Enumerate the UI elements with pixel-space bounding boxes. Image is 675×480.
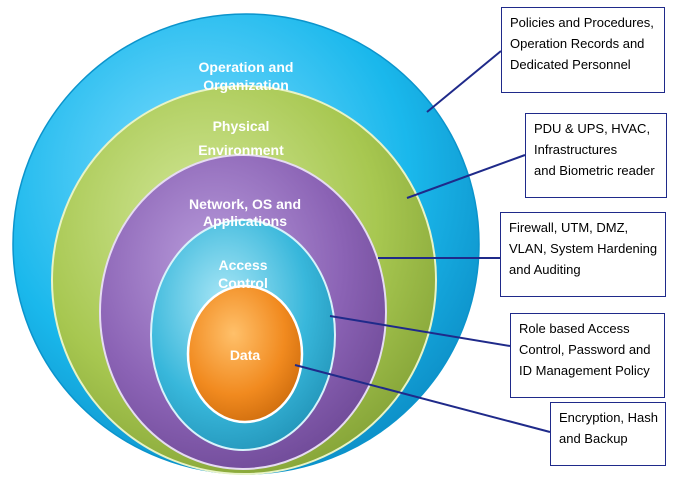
connector-physical: [406, 154, 526, 199]
callout-access-line: ID Management Policy: [519, 363, 650, 378]
callout-network: Firewall, UTM, DMZ, VLAN, System Hardenin…: [500, 212, 666, 297]
callout-network-line: Firewall, UTM, DMZ,: [509, 220, 629, 235]
callout-access-line: Control, Password and: [519, 342, 651, 357]
callout-operation-line: Dedicated Personnel: [510, 57, 631, 72]
layer-access-label-line: Access: [218, 257, 267, 273]
callout-operation: Policies and Procedures, Operation Record…: [501, 7, 665, 93]
callout-physical-line: PDU & UPS, HVAC,: [534, 121, 651, 136]
callout-physical-line: Infrastructures: [534, 142, 618, 157]
connector-data: [294, 364, 551, 433]
layer-data-circle: [186, 284, 304, 424]
callout-network-line: VLAN, System Hardening: [509, 241, 658, 256]
layer-data-label-line: Data: [230, 347, 261, 363]
connector-operation: [426, 50, 502, 113]
callout-physical-line: and Biometric reader: [534, 163, 655, 178]
layer-access-label-line: Control: [218, 275, 268, 291]
callout-access-line: Role based Access: [519, 321, 630, 336]
layer-physical-label-line: Environment: [198, 142, 284, 158]
callout-operation-line: Policies and Procedures,: [510, 15, 654, 30]
layer-physical-label-line: Physical: [213, 118, 270, 134]
layer-operation-label-line: Organization: [203, 77, 289, 93]
callout-data-line: Encryption, Hash: [559, 410, 658, 425]
callout-data: Encryption, Hash and Backup: [550, 402, 666, 466]
connector-access: [329, 315, 511, 347]
layer-network-label-line: Network, OS and: [189, 196, 301, 212]
layer-network-label-line: Applications: [203, 213, 287, 229]
callout-data-line: and Backup: [559, 431, 628, 446]
callout-operation-line: Operation Records and: [510, 36, 645, 51]
layer-operation-label-line: Operation and: [199, 59, 294, 75]
callout-physical: PDU & UPS, HVAC, Infrastructures and Biome…: [525, 113, 667, 198]
callout-network-line: and Auditing: [509, 262, 581, 277]
layer-data-label: Data: [230, 347, 261, 363]
